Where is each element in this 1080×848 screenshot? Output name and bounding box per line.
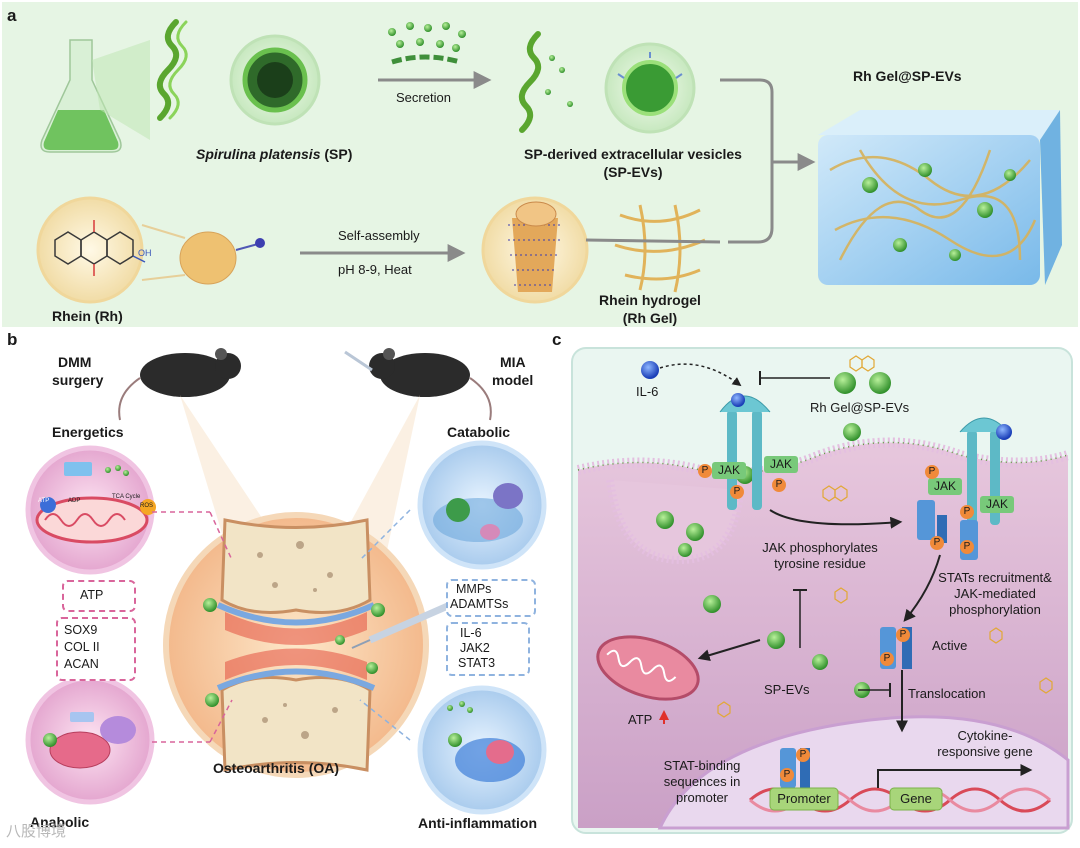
stats-line3: phosphorylation: [949, 602, 1041, 617]
mouse-right: [344, 348, 492, 421]
jak-phos-line1: JAK phosphorylates: [762, 540, 878, 555]
phospho-p-3: P: [772, 478, 786, 492]
panel-a-letter: a: [7, 6, 17, 25]
jak-phos-line2: tyrosine residue: [774, 556, 866, 571]
panel-b-letter: b: [7, 330, 18, 349]
stats-line1: STATs recruitment&: [938, 570, 1052, 585]
anabolic-label: Anabolic: [30, 814, 90, 830]
stat-binding-line1: STAT-binding: [663, 758, 741, 773]
mmps-label: MMPs: [456, 582, 492, 596]
atp-box: ATP: [62, 580, 136, 612]
phospho-p-7: P: [960, 540, 974, 554]
mia-label-line1: MIA: [500, 354, 526, 370]
atp-c-label: ATP: [628, 712, 653, 727]
fiber-network: [614, 204, 706, 293]
stat-binding-line2: sequences in: [663, 774, 741, 789]
translocation-label: Translocation: [908, 686, 986, 701]
mia-label-line2: model: [492, 372, 534, 388]
il6-ball: [641, 361, 659, 379]
atp-box-label: ATP: [80, 588, 104, 602]
mouse-left: [118, 348, 241, 421]
catabolic-label: Catabolic: [447, 424, 511, 440]
spev-label-line1: SP-derived extracellular vesicles: [524, 146, 742, 162]
dmm-label-line2: surgery: [52, 372, 104, 388]
cytokine-line1: Cytokine-: [957, 728, 1013, 743]
nucleus: [657, 715, 1070, 830]
anti-inflammation-label: Anti-inflammation: [418, 815, 537, 831]
watermark: 八股博境: [6, 823, 67, 840]
jak-box-1: JAK: [712, 462, 746, 479]
spirulina-spiral-left: [156, 19, 188, 121]
phospho-p-4: P: [925, 465, 939, 479]
mitochondrion-c: [596, 635, 700, 701]
stats-line2: JAK-mediated: [954, 586, 1036, 601]
dmm-label-line1: DMM: [58, 354, 92, 370]
joint-bones: [216, 518, 376, 772]
hydrogel-label-line1: Rhein hydrogel: [599, 292, 701, 308]
product-label: Rh Gel@SP-EVs: [853, 68, 962, 84]
phospho-p-10: P: [796, 748, 810, 762]
hydrogel-cube: [818, 110, 1062, 285]
gene-box: [889, 787, 943, 811]
phospho-p-9: P: [880, 652, 894, 666]
rh-gel-label: Rh Gel@SP-EVs: [810, 400, 910, 415]
jak-box-3: JAK: [928, 478, 962, 495]
jak-to-stat-arrow: [769, 509, 903, 529]
rhein-label: Rhein (Rh): [52, 308, 123, 324]
col2-label: COL II: [64, 640, 100, 654]
oa-label: Osteoarthritis (OA): [213, 760, 340, 776]
phospho-p-1: P: [698, 464, 712, 478]
active-label: Active: [932, 638, 968, 653]
phospho-p-11: P: [780, 768, 794, 782]
sp-label-abbr: (SP): [320, 146, 353, 162]
phospho-p-5: P: [960, 505, 974, 519]
il6-label: IL-6: [636, 384, 659, 399]
panel-c-letter: c: [552, 330, 562, 349]
spev-label-line2: (SP-EVs): [603, 164, 663, 180]
anabolic-markers-box: SOX9 COL II ACAN: [56, 617, 136, 681]
inflammation-markers-box: IL-6 JAK2 STAT3: [446, 622, 530, 676]
rhein-disc: [179, 231, 237, 285]
spirulina-spiral-right: [518, 31, 542, 133]
phospho-p-2: P: [730, 485, 744, 499]
self-assembly-label: Self-assembly: [338, 228, 420, 243]
acan-label: ACAN: [64, 657, 99, 671]
phospho-p-8: P: [896, 628, 910, 642]
mito-atp-label: ATP: [38, 498, 50, 504]
energetics-label: Energetics: [52, 424, 124, 440]
secretion-dots: [388, 22, 466, 52]
tca-label: TCA Cycle: [112, 494, 141, 500]
secretion-label: Secretion: [396, 90, 451, 105]
mito-adp-label: ADP: [68, 498, 81, 504]
jak2-marker-label: JAK2: [460, 641, 490, 655]
jak-box-4: JAK: [980, 496, 1014, 513]
sox9-label: SOX9: [64, 623, 98, 637]
promoter-label: Promoter: [777, 791, 831, 806]
rhein-molecule-circle: [36, 196, 144, 304]
hydrogel-label-line2: (Rh Gel): [622, 310, 678, 326]
adamts-label: ADAMTSs: [450, 597, 509, 611]
promoter-box: [769, 787, 839, 811]
stat3-marker-label: STAT3: [458, 656, 496, 670]
phospho-p-6: P: [930, 536, 944, 550]
catabolic-markers-box: MMPs ADAMTSs: [446, 579, 536, 617]
cytokine-line2: responsive gene: [937, 744, 1033, 759]
ros-label: ROS: [140, 503, 154, 509]
cooh-label: OH: [138, 248, 152, 258]
sp-label: Spirulina platensis (SP): [196, 146, 352, 162]
nanofiber-stack: [508, 201, 562, 292]
stat-binding-line3: promoter: [675, 790, 729, 805]
sp-label-italic: Spirulina platensis: [196, 146, 321, 162]
conditions-label: pH 8-9, Heat: [338, 262, 412, 277]
spevs-label: SP-EVs: [764, 682, 810, 697]
rhein-structure: [54, 220, 146, 276]
syringe: [351, 601, 452, 649]
jak-box-2: JAK: [764, 456, 798, 473]
gene-label: Gene: [900, 791, 932, 806]
flask-illustration: [40, 39, 150, 153]
il6-marker-label: IL-6: [460, 626, 482, 640]
